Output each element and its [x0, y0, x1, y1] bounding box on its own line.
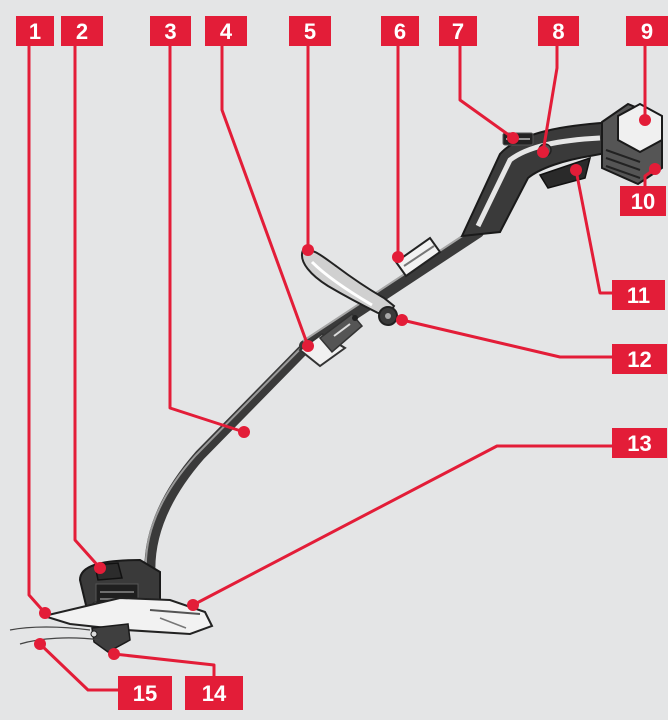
leader-dot-9 — [639, 114, 651, 126]
callout-label-9: 9 — [641, 19, 653, 44]
callout-13: 13 — [187, 428, 667, 611]
cutting-line — [10, 627, 100, 644]
callout-label-4: 4 — [220, 19, 233, 44]
callout-label-13: 13 — [627, 431, 651, 456]
leader-dot-4 — [302, 340, 314, 352]
leader-dot-5 — [302, 244, 314, 256]
leader-dot-8 — [537, 146, 549, 158]
leader-line-12 — [402, 320, 612, 357]
callout-label-12: 12 — [627, 347, 651, 372]
leader-dot-7 — [507, 132, 519, 144]
callout-1: 1 — [16, 16, 54, 619]
lower-shaft — [150, 345, 308, 575]
leader-dot-14 — [108, 648, 120, 660]
callout-3: 3 — [150, 16, 250, 438]
leader-dot-11 — [570, 164, 582, 176]
leader-line-14 — [114, 654, 214, 676]
leader-dot-1 — [39, 607, 51, 619]
trimmer-illustration — [10, 104, 662, 652]
leader-line-13 — [193, 446, 612, 605]
leader-dot-2 — [94, 562, 106, 574]
leader-dot-3 — [238, 426, 250, 438]
callout-11: 11 — [570, 164, 665, 310]
callout-label-5: 5 — [304, 19, 316, 44]
leader-dot-6 — [392, 251, 404, 263]
leader-line-2 — [75, 46, 100, 568]
leader-line-1 — [29, 46, 45, 613]
callout-7: 7 — [439, 16, 519, 144]
leader-line-3 — [170, 46, 244, 432]
leader-dot-10 — [649, 163, 661, 175]
main-handle — [462, 122, 622, 236]
callout-label-11: 11 — [627, 283, 650, 308]
leader-line-11 — [576, 170, 612, 293]
leader-dot-12 — [396, 314, 408, 326]
callout-label-3: 3 — [164, 19, 176, 44]
callout-label-15: 15 — [133, 681, 157, 706]
callout-12: 12 — [396, 314, 667, 374]
callout-label-8: 8 — [552, 19, 564, 44]
leader-line-7 — [460, 46, 513, 138]
leader-dot-15 — [34, 638, 46, 650]
leader-line-4 — [222, 46, 308, 346]
callout-4: 4 — [205, 16, 314, 352]
callout-label-6: 6 — [394, 19, 406, 44]
callout-6: 6 — [381, 16, 419, 263]
callout-5: 5 — [289, 16, 331, 256]
callout-label-7: 7 — [452, 19, 464, 44]
spool-head — [91, 624, 130, 652]
callout-label-1: 1 — [29, 19, 41, 44]
callout-label-2: 2 — [76, 19, 88, 44]
callout-label-14: 14 — [202, 681, 227, 706]
callout-2: 2 — [61, 16, 106, 574]
callout-label-10: 10 — [631, 189, 655, 214]
leader-dot-13 — [187, 599, 199, 611]
